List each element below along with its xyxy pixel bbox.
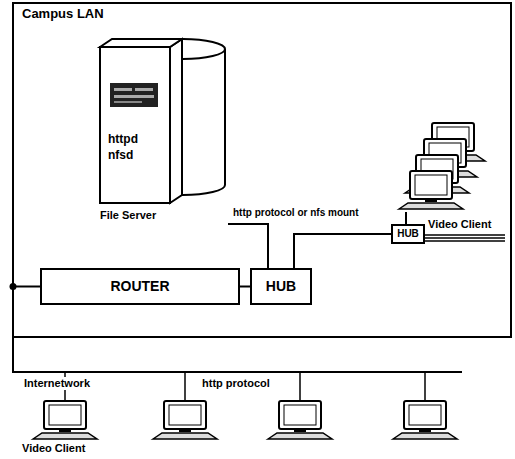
- hub-box: HUB: [250, 268, 312, 305]
- network-wire: [12, 338, 14, 372]
- hub-wire: [424, 234, 505, 236]
- network-link: [240, 286, 250, 288]
- file-server-symbol: [100, 39, 225, 203]
- node-label: ROUTER: [110, 278, 169, 294]
- node-label: HUB: [266, 278, 296, 294]
- internetwork-bus: [12, 371, 462, 373]
- video-client: Video Client: [30, 400, 100, 440]
- drop-wire: [299, 372, 301, 402]
- monitor-symbol: [393, 401, 457, 439]
- campus-region: Campus LANhttpdnfsdFile ServerVideo Clie…: [12, 2, 512, 338]
- drop-wire: [424, 372, 426, 402]
- monitor-symbol: [33, 401, 97, 439]
- hub-wire: [424, 237, 505, 239]
- node-label: httpd: [108, 133, 138, 147]
- hub-wire: [424, 240, 505, 242]
- node-label: File Server: [100, 209, 156, 222]
- router-wire: [13, 286, 40, 288]
- link-label: http protocol or nfs mount: [232, 207, 360, 219]
- network-link: [228, 224, 268, 268]
- monitor-symbol: [268, 401, 332, 439]
- node-label: Campus LAN: [22, 7, 104, 22]
- hub-box: HUB: [391, 224, 425, 244]
- monitor-symbol: [399, 171, 463, 209]
- node-label: Video Client: [428, 218, 491, 231]
- node-label: Video Client: [22, 442, 85, 455]
- network-link: [294, 234, 391, 268]
- file-server: httpd nfsdFile Server: [98, 35, 228, 230]
- network-label: Internetwork: [22, 377, 92, 390]
- node-label: HUB: [397, 228, 419, 240]
- router-box: ROUTER: [40, 268, 240, 305]
- monitor-symbol: [153, 401, 217, 439]
- video-client-group: Video Client: [396, 122, 488, 212]
- network-link: [405, 212, 407, 224]
- node-label: nfsd: [108, 149, 133, 163]
- network-label: http protocol: [200, 377, 272, 390]
- drop-wire: [184, 372, 186, 402]
